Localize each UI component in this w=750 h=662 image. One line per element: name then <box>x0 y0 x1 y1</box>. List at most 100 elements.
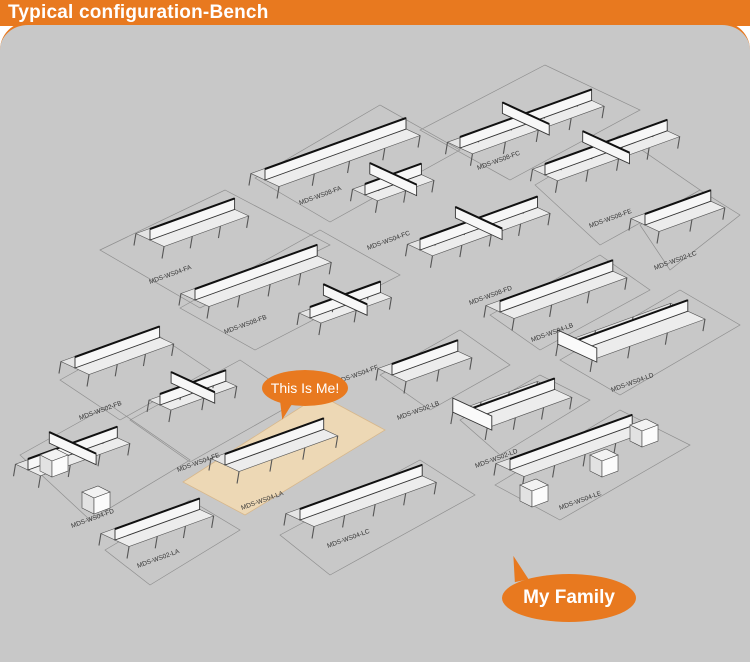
desk-group <box>146 369 238 423</box>
page-title: Typical configuration-Bench <box>8 2 269 23</box>
desk-leg <box>328 262 332 275</box>
zone-outline <box>254 104 461 223</box>
model-label: MDS-WS02-FB <box>78 400 122 422</box>
desk-leg <box>296 312 300 326</box>
desk-leg <box>488 234 492 247</box>
desk-group <box>483 259 628 331</box>
desk-leg <box>624 277 628 290</box>
desk-leg <box>585 169 589 182</box>
desk-group <box>444 88 605 166</box>
desk-leg <box>211 515 215 528</box>
zone-outline <box>489 254 651 351</box>
desk-leg <box>269 459 273 472</box>
desk-leg <box>342 515 346 528</box>
desk-leg <box>518 223 522 236</box>
desk-group <box>208 417 339 484</box>
desk-leg <box>469 357 473 370</box>
desk-leg <box>555 343 559 357</box>
model-label: MDS-WS08-FC <box>476 150 521 172</box>
desk-leg <box>201 398 205 411</box>
desk-leg <box>375 368 379 381</box>
callout-my-family: My Family <box>502 574 636 622</box>
desk-group <box>493 413 647 489</box>
desk-group <box>628 189 726 244</box>
desk-leg <box>601 106 605 119</box>
desk-leg <box>208 458 212 471</box>
desk-group <box>178 243 332 319</box>
desk-leg <box>146 399 150 413</box>
desk-leg <box>616 158 620 171</box>
desk-leg <box>127 443 131 456</box>
desk-leg <box>246 215 250 228</box>
desk-leg <box>142 353 146 367</box>
zone-outline <box>179 229 401 351</box>
desk-group <box>375 339 473 394</box>
model-label: MDS-WS04-LC <box>326 528 371 550</box>
desk-leg <box>133 233 137 246</box>
desk-leg <box>236 471 240 484</box>
desk-leg <box>298 273 302 286</box>
desk-leg <box>217 225 221 239</box>
screen-edge <box>509 413 633 460</box>
screen-edge <box>322 283 368 306</box>
desk-leg <box>469 153 474 166</box>
desk-group <box>133 197 250 259</box>
desk-leg <box>318 322 322 336</box>
desk-leg <box>552 465 556 478</box>
desk-leg <box>444 142 449 155</box>
screen-edge <box>74 325 160 358</box>
screen-edge <box>114 497 200 530</box>
desk-leg <box>511 318 515 331</box>
desk-leg <box>502 141 506 154</box>
desk-leg <box>403 493 407 506</box>
desk-leg <box>484 427 488 441</box>
zone-outline <box>379 329 511 411</box>
desk-leg <box>547 213 551 226</box>
pedestal-cabinet <box>519 478 549 508</box>
model-label: MDS-WS08-FB <box>223 314 267 336</box>
pedestal-cabinet <box>81 485 111 515</box>
model-label: MDS-WS08-FA <box>298 185 343 207</box>
desk-leg <box>589 359 593 373</box>
desk-groups <box>12 88 726 559</box>
desk-leg <box>433 482 437 495</box>
desk-leg <box>37 475 42 488</box>
desk-leg <box>404 244 409 257</box>
desk-leg <box>86 374 90 387</box>
desk-leg <box>189 236 193 249</box>
zone-outline <box>99 189 331 309</box>
desk-leg <box>677 136 681 149</box>
side-panel <box>557 329 598 363</box>
pedestal-cabinet <box>629 418 659 448</box>
screen-edge <box>454 206 503 230</box>
desk-leg <box>346 160 351 174</box>
desk-leg <box>702 319 706 332</box>
desk-leg <box>97 454 101 467</box>
side-panel <box>452 397 493 431</box>
desk-leg <box>12 464 17 477</box>
desk-leg <box>267 284 271 297</box>
desk-group <box>98 497 215 559</box>
desk-leg <box>664 332 668 345</box>
screen-edge <box>574 299 689 342</box>
desk-leg <box>154 536 158 549</box>
model-label: MDS-WS02-LB <box>396 400 440 422</box>
desk-leg <box>353 310 357 323</box>
screen-edge <box>644 189 712 215</box>
desk-leg <box>646 147 650 160</box>
desk-leg <box>512 417 516 430</box>
desk-leg <box>417 135 421 148</box>
desk-leg <box>248 173 252 186</box>
callout-this-is-me: This Is Me! <box>262 370 348 406</box>
desk-leg <box>349 189 354 202</box>
desk-leg <box>58 361 62 374</box>
screen-edge <box>194 243 318 290</box>
model-label: MDS-WS04-LE <box>558 490 603 512</box>
screen-edge <box>299 463 423 510</box>
model-label: MDS-WS04-LD <box>610 372 655 394</box>
screen-edge <box>369 162 418 186</box>
desk-leg <box>276 186 280 199</box>
desk-leg <box>178 293 182 306</box>
desk-leg <box>569 397 573 410</box>
